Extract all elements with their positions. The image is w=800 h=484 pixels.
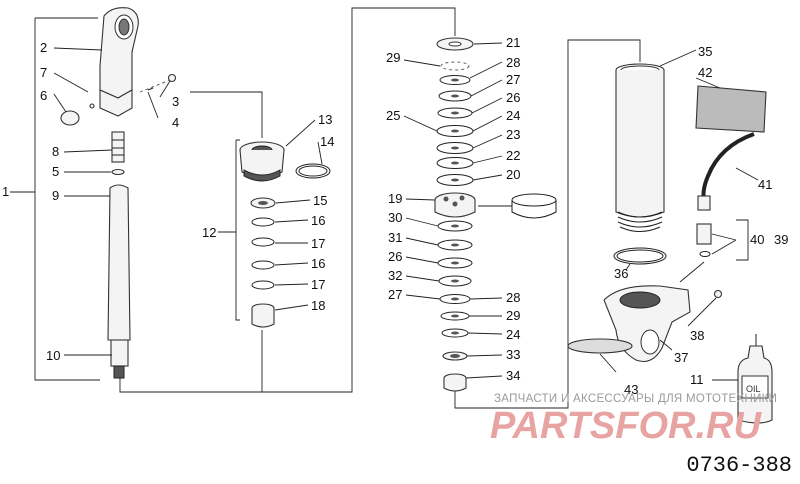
name-plate-part bbox=[567, 338, 633, 354]
label-6: 6 bbox=[40, 88, 47, 103]
label-16b: 16 bbox=[311, 256, 325, 271]
label-3: 3 bbox=[172, 94, 179, 109]
shim-stack-upper bbox=[436, 61, 474, 186]
label-26b: 26 bbox=[388, 249, 402, 264]
label-38: 38 bbox=[690, 328, 704, 343]
label-10: 10 bbox=[46, 348, 60, 363]
label-24a: 24 bbox=[506, 108, 520, 123]
warning-label-part bbox=[695, 85, 767, 133]
cylinder-tube-part bbox=[615, 63, 665, 232]
label-37: 37 bbox=[674, 350, 688, 365]
label-24b: 24 bbox=[506, 327, 520, 342]
bushing-part bbox=[251, 303, 275, 328]
label-28b: 28 bbox=[506, 290, 520, 305]
label-17a: 17 bbox=[311, 236, 325, 251]
rod-eye-part bbox=[99, 7, 139, 117]
fitting-part bbox=[696, 223, 712, 257]
rod-assembly-group: 1 2 7 6 3 4 8 5 9 10 bbox=[2, 7, 179, 381]
label-28a: 28 bbox=[506, 55, 520, 70]
pin-part bbox=[167, 73, 177, 83]
label-22: 22 bbox=[506, 148, 520, 163]
label-21: 21 bbox=[506, 35, 520, 50]
label-35: 35 bbox=[698, 44, 712, 59]
oil-bottle-part: OIL bbox=[737, 334, 773, 424]
label-41: 41 bbox=[758, 177, 772, 192]
label-20: 20 bbox=[506, 167, 520, 182]
label-15: 15 bbox=[313, 193, 327, 208]
label-29a: 29 bbox=[386, 50, 400, 65]
body-o-ring-part bbox=[613, 247, 667, 265]
label-4: 4 bbox=[172, 115, 179, 130]
label-32: 32 bbox=[388, 268, 402, 283]
hose-part bbox=[701, 132, 755, 201]
label-27b: 27 bbox=[388, 287, 402, 302]
label-34: 34 bbox=[506, 368, 520, 383]
cylinder-body-group: OIL 35 42 41 40 39 36 38 37 11 43 bbox=[567, 44, 788, 424]
label-29b: 29 bbox=[506, 308, 520, 323]
cap-part bbox=[60, 110, 80, 126]
label-31: 31 bbox=[388, 230, 402, 245]
label-43: 43 bbox=[624, 382, 638, 397]
label-14: 14 bbox=[320, 134, 334, 149]
label-11: 11 bbox=[690, 372, 704, 387]
label-2: 2 bbox=[40, 40, 47, 55]
drawing-code: 0736-388 bbox=[686, 453, 792, 478]
label-8: 8 bbox=[52, 144, 59, 159]
piston-rod-part bbox=[107, 184, 131, 379]
set-screw-part bbox=[111, 131, 125, 163]
valve-stack-group: 21 29 28 27 26 25 24 23 22 20 19 30 31 2… bbox=[386, 35, 557, 392]
label-23: 23 bbox=[506, 127, 520, 142]
label-42: 42 bbox=[698, 65, 712, 80]
label-40: 40 bbox=[750, 232, 764, 247]
shim-stack-lower bbox=[437, 220, 473, 361]
label-36: 36 bbox=[614, 266, 628, 281]
piston-part bbox=[434, 192, 476, 218]
label-17b: 17 bbox=[311, 277, 325, 292]
label-26a: 26 bbox=[506, 90, 520, 105]
cap-assembly-group: 12 13 14 15 16 17 16 17 18 bbox=[202, 112, 334, 328]
label-13: 13 bbox=[318, 112, 332, 127]
label-27a: 27 bbox=[506, 72, 520, 87]
label-9: 9 bbox=[52, 188, 59, 203]
nut-part bbox=[443, 373, 467, 392]
label-30: 30 bbox=[388, 210, 402, 225]
label-18: 18 bbox=[311, 298, 325, 313]
label-19: 19 bbox=[388, 191, 402, 206]
label-7: 7 bbox=[40, 65, 47, 80]
piston-ring-part bbox=[511, 193, 557, 219]
group-1-bracket bbox=[34, 17, 100, 381]
label-1: 1 bbox=[2, 184, 9, 199]
label-33: 33 bbox=[506, 347, 520, 362]
label-39: 39 bbox=[774, 232, 788, 247]
svg-text:OIL: OIL bbox=[746, 384, 761, 394]
label-16a: 16 bbox=[311, 213, 325, 228]
label-25: 25 bbox=[386, 108, 400, 123]
o-ring-part bbox=[295, 163, 331, 179]
watermark-brand: PARTSFOR.RU bbox=[490, 405, 762, 447]
watermark-caption: ЗАПЧАСТИ И АКСЕССУАРЫ ДЛЯ МОТОТЕХНИКИ bbox=[494, 393, 777, 405]
label-12: 12 bbox=[202, 225, 216, 240]
cylinder-cap-part bbox=[239, 141, 285, 182]
label-5: 5 bbox=[52, 164, 59, 179]
